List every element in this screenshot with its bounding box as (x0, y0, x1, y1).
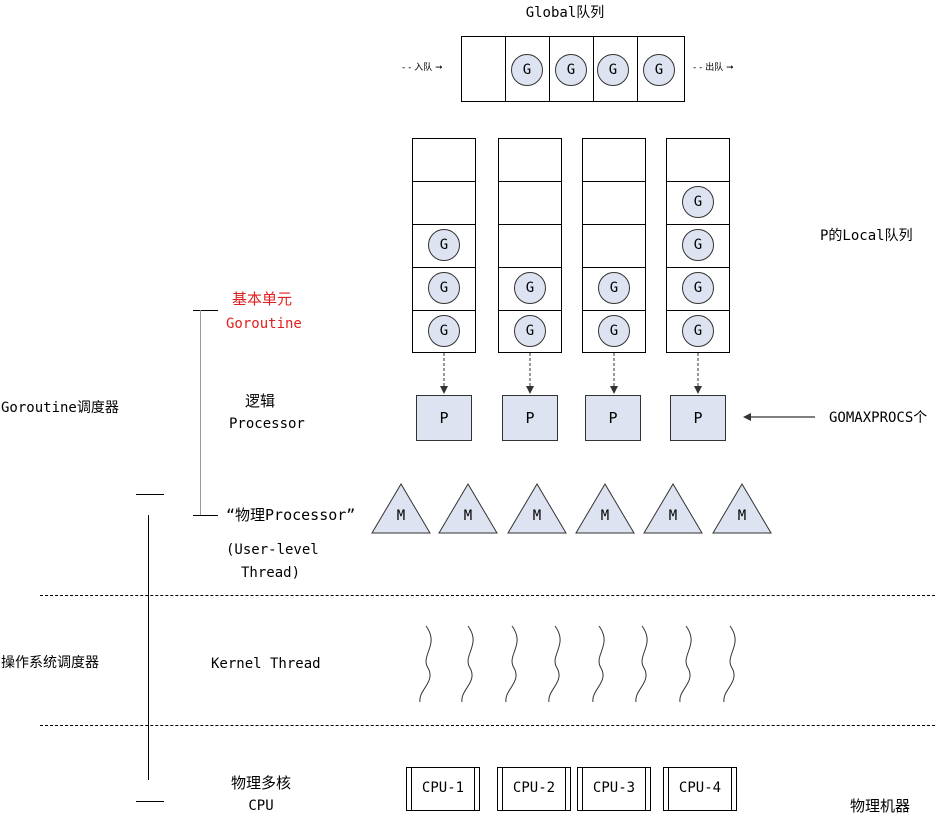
kernel-thread (461, 625, 474, 703)
machine-m (575, 483, 635, 534)
bracket-tick (193, 310, 218, 311)
local-queue-divider (666, 310, 730, 311)
kernel-thread (635, 625, 648, 703)
bracket-line (148, 515, 149, 780)
dequeue-text: 出队 (705, 63, 724, 73)
local-goroutine: G (428, 229, 460, 261)
enqueue-label: - - 入队 ➞ (402, 63, 443, 73)
bracket-tick (193, 515, 218, 516)
bracket-tick (136, 494, 164, 495)
global-queue-title: Global队列 (525, 5, 605, 21)
physical-processor-label: “物理Processor” (226, 506, 356, 524)
global-goroutine: G (643, 54, 675, 86)
enqueue-text: 入队 (414, 63, 433, 73)
kernel-thread (548, 625, 561, 703)
local-goroutine: G (682, 229, 714, 261)
local-queue-divider (582, 224, 646, 225)
local-goroutine: G (682, 315, 714, 347)
kernel-thread (679, 625, 692, 703)
machine-m-label: M (533, 508, 541, 524)
local-queue-divider (666, 267, 730, 268)
kernel-thread (419, 625, 432, 703)
multicore-label: 物理多核 (230, 774, 291, 792)
machine-m-label: M (738, 508, 746, 524)
separator-line (40, 725, 935, 726)
cpu-core: CPU-2 (497, 767, 571, 811)
kernel-thread (723, 625, 736, 703)
processor-p: P (502, 395, 558, 441)
cpu-core: CPU-3 (577, 767, 651, 811)
local-queue-divider (498, 310, 562, 311)
user-level-label: (User-level (226, 542, 319, 558)
bracket-line (200, 310, 201, 515)
user-level-label-2: Thread) (241, 565, 301, 581)
machine-m-label: M (397, 508, 405, 524)
local-queue-divider (498, 181, 562, 182)
logical-label: 逻辑 (244, 392, 275, 410)
bracket-tick (136, 801, 164, 802)
machine-m-label: M (601, 508, 609, 524)
machine-m (507, 483, 567, 534)
processor-p: P (585, 395, 641, 441)
arrow-right-icon: ➞ (726, 63, 734, 73)
machine-m (371, 483, 431, 534)
cpu-core: CPU-1 (406, 767, 480, 811)
local-goroutine: G (598, 272, 630, 304)
basic-unit-label: 基本单元 (232, 290, 293, 308)
local-queue-divider (666, 181, 730, 182)
local-goroutine: G (514, 315, 546, 347)
global-goroutine: G (597, 54, 629, 86)
cpu-core-label: CPU-4 (668, 767, 732, 811)
gomaxprocs-label: GOMAXPROCS个 (829, 410, 928, 426)
local-queue-divider (582, 181, 646, 182)
local-queue-divider (582, 267, 646, 268)
processor-p: P (670, 395, 726, 441)
processor-p: P (416, 395, 472, 441)
goroutine-label: Goroutine (226, 316, 302, 332)
global-queue-divider (549, 36, 550, 102)
cpu-core-label: CPU-1 (411, 767, 475, 811)
cpu-label: CPU (248, 798, 274, 814)
kernel-thread (592, 625, 605, 703)
local-goroutine: G (428, 272, 460, 304)
local-queue-divider (498, 224, 562, 225)
local-goroutine: G (514, 272, 546, 304)
local-queue-divider (498, 267, 562, 268)
machine-m-label: M (669, 508, 677, 524)
local-goroutine: G (682, 272, 714, 304)
cpu-core: CPU-4 (663, 767, 737, 811)
local-queue-divider (412, 310, 476, 311)
physical-machine-label: 物理机器 (850, 797, 911, 815)
scheduler-label: Goroutine调度器 (1, 400, 119, 416)
separator-line (40, 595, 935, 596)
global-queue-divider (505, 36, 506, 102)
kernel-thread (505, 625, 518, 703)
processor-label: Processor (229, 416, 305, 432)
local-goroutine: G (598, 315, 630, 347)
local-queue-divider (412, 224, 476, 225)
local-goroutine: G (428, 315, 460, 347)
kernel-thread-label: Kernel Thread (211, 656, 321, 672)
machine-m (712, 483, 772, 534)
cpu-core-label: CPU-3 (582, 767, 646, 811)
local-queue-title: P的Local队列 (820, 228, 913, 244)
machine-m (438, 483, 498, 534)
local-queue-divider (412, 181, 476, 182)
local-queue-divider (582, 310, 646, 311)
global-goroutine: G (511, 54, 543, 86)
machine-m-label: M (464, 508, 472, 524)
local-queue-divider (412, 267, 476, 268)
global-goroutine: G (555, 54, 587, 86)
local-goroutine: G (682, 186, 714, 218)
global-queue-divider (593, 36, 594, 102)
cpu-core-label: CPU-2 (502, 767, 566, 811)
machine-m (643, 483, 703, 534)
local-queue-divider (666, 224, 730, 225)
dequeue-label: - - 出队 ➞ (693, 63, 734, 73)
os-scheduler-label: 操作系统调度器 (1, 655, 99, 671)
arrow-right-icon: ➞ (435, 63, 443, 73)
global-queue-divider (637, 36, 638, 102)
